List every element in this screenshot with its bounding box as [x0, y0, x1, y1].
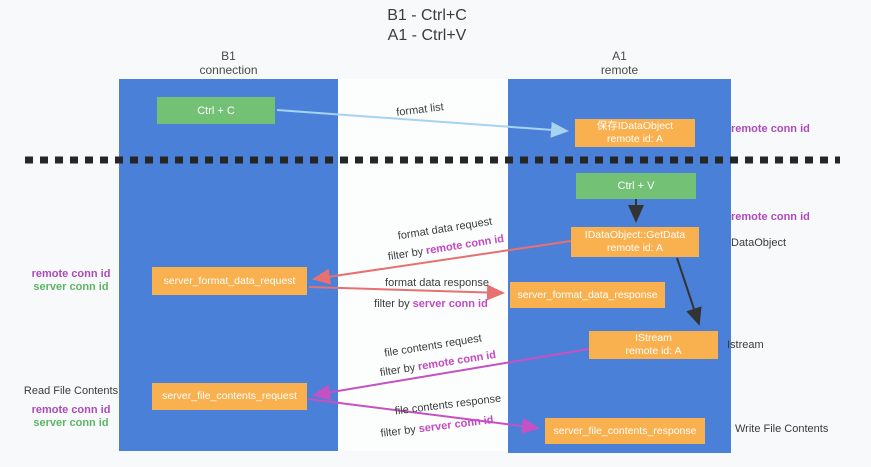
remote-conn-id-label-top-right: remote conn id	[731, 123, 810, 135]
remote-conn-id-label-mid-right: remote conn id	[731, 211, 810, 223]
server-format-data-response-label: server_format_data_response	[517, 288, 658, 301]
server-format-data-response-node: server_format_data_response	[510, 282, 665, 308]
server-conn-id-label-left-1: server conn id	[33, 281, 109, 293]
server-file-contents-response-node: server_file_contents_response	[545, 418, 705, 444]
save-idataobject-node: 保存IDataObject remote id: A	[575, 119, 695, 147]
server-conn-id-label-left-2: server conn id	[33, 417, 109, 429]
remote-conn-id-label-left-1: remote conn id	[31, 268, 111, 280]
remote-conn-id-label-left-2: remote conn id	[31, 404, 111, 416]
idataobject-getdata-node: IDataObject::GetData remote id: A	[571, 227, 699, 257]
title-line-1: B1 - Ctrl+C	[387, 7, 467, 24]
server-file-contents-request-node: server_file_contents_request	[152, 383, 307, 410]
ctrl-v-label: Ctrl + V	[617, 180, 655, 192]
file-contents-response-arrow	[307, 398, 540, 434]
filter-by-text: filter by	[374, 298, 410, 310]
dataobject-label: DataObject	[731, 237, 787, 249]
server-conn-id-text: server conn id	[412, 298, 488, 310]
istream-line2: remote id: A	[625, 345, 682, 357]
format-list-arrow	[276, 109, 569, 138]
server-format-data-request-node: server_format_data_request	[152, 267, 307, 295]
title-line-2: A1 - Ctrl+V	[387, 27, 467, 44]
left-lifeline-role: connection	[199, 63, 258, 77]
save-idataobject-line1: 保存IDataObject	[596, 120, 674, 132]
getdata-line1: IDataObject::GetData	[584, 229, 686, 241]
format-data-request-arrow	[312, 240, 572, 285]
read-file-contents-label: Read File Contents	[23, 385, 119, 397]
format-data-response-text: format data response	[385, 277, 489, 289]
istream-side-label: Istream	[727, 339, 764, 351]
server-file-contents-response-label: server_file_contents_response	[553, 424, 697, 437]
middle-lane	[338, 79, 508, 451]
istream-node: IStream remote id: A	[589, 331, 718, 359]
istream-line1: IStream	[635, 332, 672, 344]
right-lifeline-name: A1	[612, 49, 627, 63]
ctrl-c-node: Ctrl + C	[157, 97, 275, 124]
server-format-data-request-label: server_format_data_request	[163, 274, 296, 287]
diagram-title: B1 - Ctrl+C A1 - Ctrl+V	[327, 6, 527, 46]
save-idataobject-line2: remote id: A	[606, 133, 664, 145]
server-file-contents-request-label: server_file_contents_request	[162, 390, 297, 402]
left-lifeline-name: B1	[221, 49, 236, 63]
ctrl-c-label: Ctrl + C	[197, 104, 235, 117]
getdata-to-istream-arrow	[676, 257, 702, 326]
format-data-response-arrow	[308, 284, 505, 301]
right-lifeline-header: A1 remote	[508, 49, 731, 77]
ctrl-v-node: Ctrl + V	[576, 173, 696, 199]
getdata-line2: remote id: A	[606, 242, 664, 254]
left-lifeline-header: B1 connection	[119, 49, 338, 77]
file-contents-request-arrow	[312, 348, 590, 401]
write-file-contents-label: Write File Contents	[735, 423, 829, 435]
right-lifeline-role: remote	[600, 63, 639, 77]
format-data-response-annotation: format data response	[385, 277, 489, 289]
